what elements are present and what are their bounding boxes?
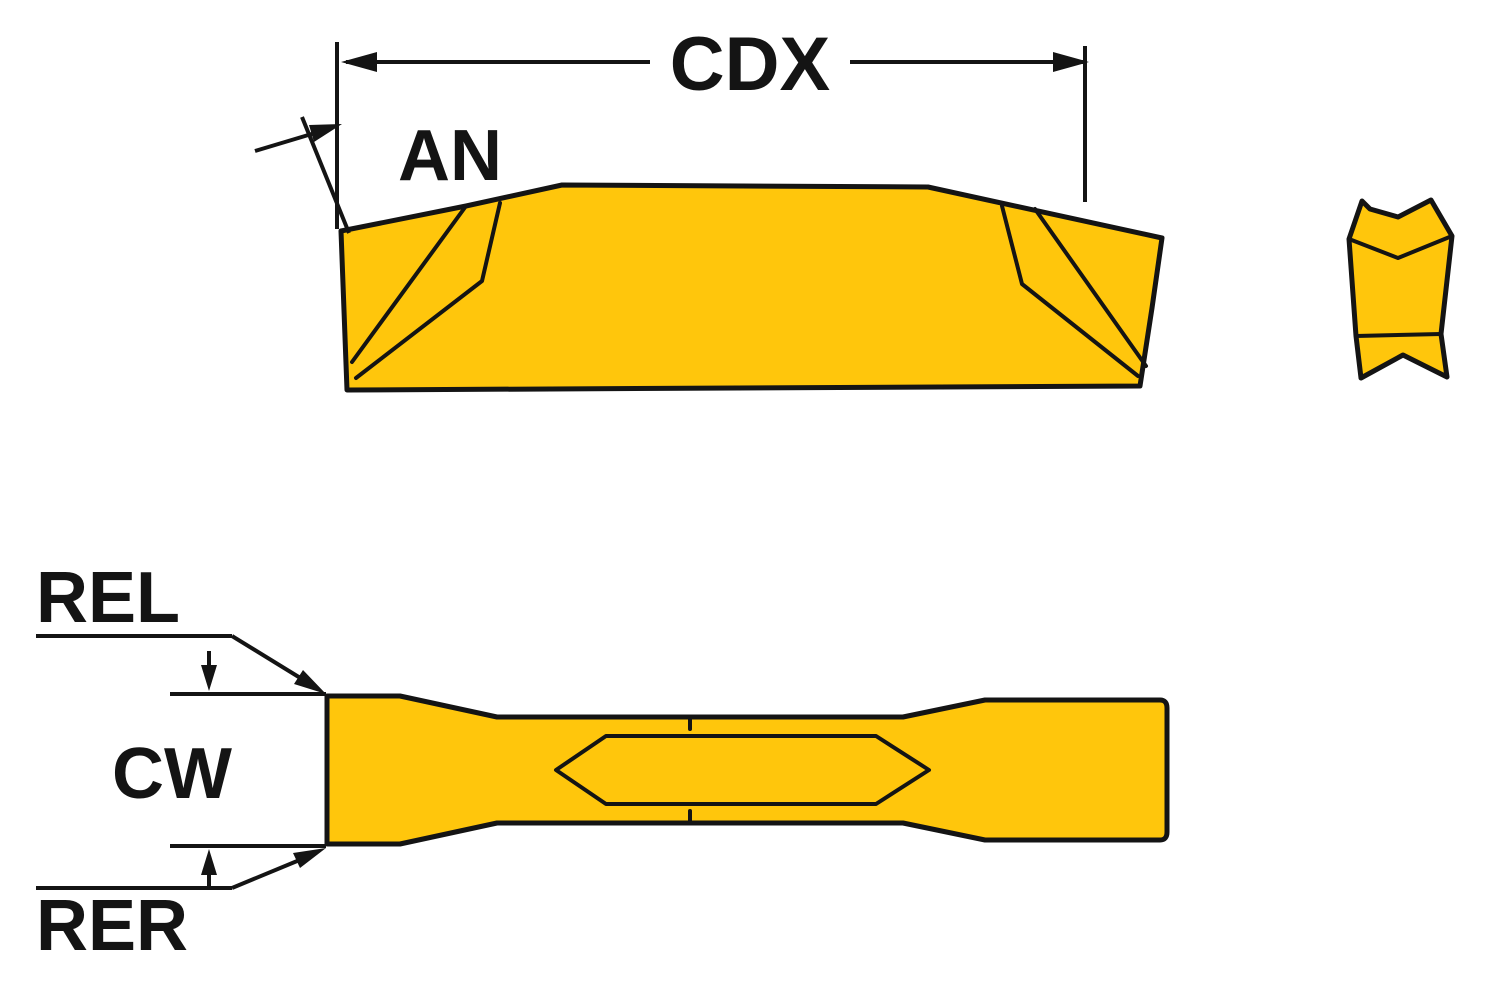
rel-arrowhead <box>294 670 326 694</box>
cdx-dimension: CDX <box>300 22 1089 234</box>
an-dimension: AN <box>254 116 502 196</box>
rel-leader-line <box>230 634 304 681</box>
rel-label: REL <box>36 558 180 638</box>
an-label: AN <box>398 116 502 196</box>
an-leader-line <box>254 131 316 153</box>
right-cutting-facet-line <box>1033 207 1148 368</box>
cw-dimension: CW <box>112 651 326 889</box>
side-view <box>338 182 1165 393</box>
cw-arrowhead-down <box>201 665 217 691</box>
rer-dimension: RER <box>36 848 326 966</box>
end-view-outline <box>1346 197 1455 381</box>
left-cutting-facet-line <box>350 204 468 364</box>
end-view-bottom-facet-line <box>1354 332 1443 338</box>
left-cutting-facet-line-2 <box>354 201 502 380</box>
rer-leader-line <box>231 857 303 890</box>
an-arrowhead <box>309 124 342 142</box>
chipbreaker-lens-outline <box>554 734 931 806</box>
right-cutting-facet-line-2 <box>1000 204 1140 378</box>
rer-label: RER <box>36 886 188 966</box>
top-view <box>324 693 1170 847</box>
rel-dimension: REL <box>36 558 326 694</box>
cdx-arrowhead-left <box>341 52 377 72</box>
cw-label: CW <box>112 734 232 814</box>
top-view-outline <box>324 693 1170 847</box>
cw-arrowhead-up <box>201 849 217 875</box>
cdx-arrowhead-right <box>1053 52 1089 72</box>
cdx-label: CDX <box>670 22 831 107</box>
end-view-top-rim-line <box>1347 234 1454 260</box>
rer-arrowhead <box>293 848 326 868</box>
end-view <box>1346 197 1455 381</box>
